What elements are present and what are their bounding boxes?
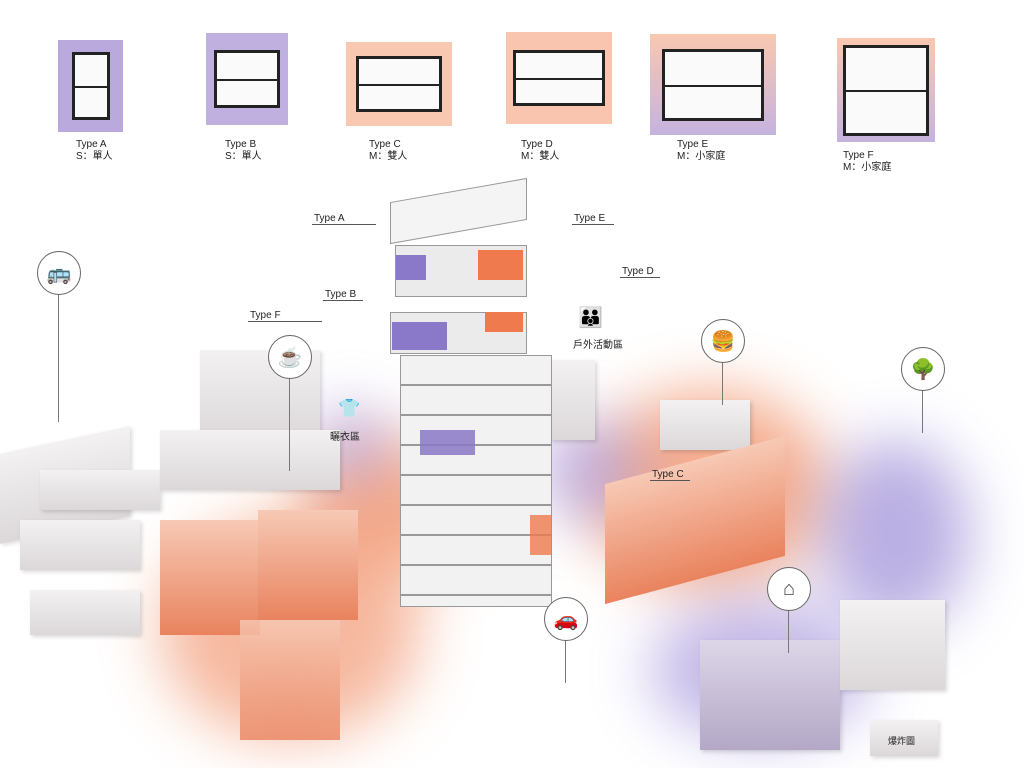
building bbox=[700, 640, 840, 750]
type-a-card bbox=[58, 40, 123, 132]
unit-type-c bbox=[530, 515, 552, 555]
type-b-card bbox=[206, 33, 288, 125]
building-highlighted bbox=[160, 520, 260, 635]
building bbox=[840, 600, 945, 690]
unit-type-f bbox=[420, 430, 475, 455]
unit-type-e bbox=[478, 250, 523, 280]
callout-type-c: Type C bbox=[650, 469, 690, 481]
building bbox=[550, 360, 595, 440]
building bbox=[30, 590, 140, 635]
type-f-card bbox=[837, 38, 935, 142]
callout-type-d: Type D bbox=[620, 266, 660, 278]
tower-body bbox=[400, 355, 552, 607]
type-d-card bbox=[506, 32, 612, 124]
shirt-icon: 👕 bbox=[338, 398, 361, 418]
type-c-card bbox=[346, 42, 452, 126]
roof bbox=[390, 177, 527, 245]
callout-type-e: Type E bbox=[572, 213, 614, 225]
unit-type-a bbox=[396, 255, 426, 280]
callout-type-b: Type B bbox=[323, 289, 363, 301]
building-highlighted bbox=[240, 620, 340, 740]
building bbox=[660, 400, 750, 450]
callout-laundry-area: 曬衣區 bbox=[330, 432, 360, 443]
trees-icon: 🌳 bbox=[901, 347, 945, 391]
building bbox=[40, 470, 160, 510]
building bbox=[20, 520, 140, 570]
building bbox=[160, 430, 340, 490]
caption: 爆炸圖 bbox=[888, 736, 916, 746]
coffee-icon: ☕ bbox=[268, 335, 312, 379]
callout-type-f: Type F bbox=[248, 310, 322, 322]
callout-outdoor-area: 戶外活動區 bbox=[573, 340, 623, 351]
building-highlighted bbox=[258, 510, 358, 620]
house-icon: ⌂ bbox=[767, 567, 811, 611]
bus-icon: 🚌 bbox=[37, 251, 81, 295]
unit-type-b bbox=[392, 322, 447, 350]
heat-purple bbox=[820, 440, 970, 630]
car-icon: 🚗 bbox=[544, 597, 588, 641]
callout-type-a: Type A bbox=[312, 213, 376, 225]
unit-type-d bbox=[485, 312, 523, 332]
type-e-card bbox=[650, 34, 776, 135]
caption-block: 爆炸圖 bbox=[870, 720, 938, 756]
people-icon: 👪 bbox=[578, 307, 603, 329]
burger-icon: 🍔 bbox=[701, 319, 745, 363]
